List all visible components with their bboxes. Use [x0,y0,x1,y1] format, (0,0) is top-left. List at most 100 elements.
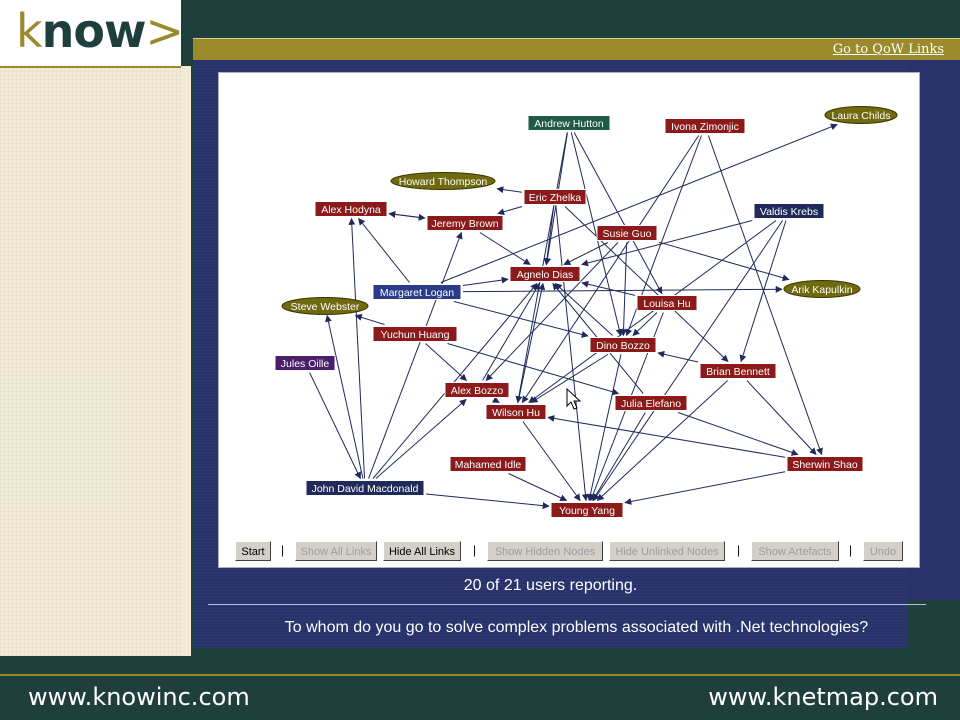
node-label: Young Yang [559,505,615,517]
node-label: John David Macdonald [312,483,419,495]
node-shape [314,201,388,217]
node-label: Agnelo Dias [517,269,574,281]
node-label: Yuchun Huang [381,329,450,341]
toolbar-separator: | [737,543,741,557]
node-shape [372,326,458,342]
show-all-links-button[interactable]: Show All Links [295,541,377,561]
node-shape [783,280,861,298]
network-link [497,206,523,216]
network-node-agnelo[interactable]: Agnelo Dias [509,266,581,282]
network-link [592,412,646,502]
network-node-jules[interactable]: Jules Oille [274,355,336,371]
network-node-dino[interactable]: Dino Bozzo [589,337,657,353]
network-node-julia[interactable]: Julia Elefano [614,395,688,411]
node-shape [636,295,698,311]
network-node-alex-b[interactable]: Alex Bozzo [444,382,510,398]
network-link [521,135,700,404]
node-shape [589,337,657,353]
start-button[interactable]: Start [235,541,271,561]
main-panel-corner [908,600,960,656]
hide-all-links-button[interactable]: Hide All Links [383,541,461,561]
network-link [528,220,777,403]
show-hidden-nodes-button[interactable]: Show Hidden Nodes [487,541,603,561]
network-node-andrew[interactable]: Andrew Hutton [527,115,611,131]
network-link [462,276,509,287]
network-link [657,350,699,363]
network-node-mahamed[interactable]: Mahamed Idle [449,456,527,472]
undo-button[interactable]: Undo [863,541,903,561]
network-node-brian[interactable]: Brian Bennett [699,363,777,379]
network-node-wilson[interactable]: Wilson Hu [485,404,547,420]
node-label: Julia Elefano [621,398,681,410]
node-shape [699,363,777,379]
node-label: Jules Oille [281,358,330,370]
network-link [739,220,787,363]
network-link [309,372,361,480]
network-link [375,399,467,479]
network-link [554,283,613,336]
toolbar: Start | Show All Links Hide All Links | … [219,541,919,565]
footer-url-left: www.knowinc.com [28,683,250,711]
link-bar: Go to QoW Links [193,38,960,61]
node-label: Brian Bennett [706,366,770,378]
network-link [658,241,790,282]
node-label: Dino Bozzo [596,340,650,352]
network-link [563,242,609,265]
network-node-yuchun[interactable]: Yuchun Huang [372,326,458,342]
network-node-arik[interactable]: Arik Kapulkin [783,280,861,298]
node-label: Mahamed Idle [455,459,522,471]
network-link [368,231,463,479]
network-node-jeremy[interactable]: Jeremy Brown [426,215,504,231]
network-node-alex-h[interactable]: Alex Hodyna [314,201,388,217]
network-node-laura[interactable]: Laura Childs [824,106,898,124]
network-node-sherwin[interactable]: Sherwin Shao [786,456,864,472]
network-link [496,186,523,194]
network-link [479,232,531,265]
node-shape [485,404,547,420]
network-link [624,471,786,505]
network-link [620,242,628,337]
node-label: Ivona Zimonjic [671,121,739,133]
node-label: Laura Childs [832,110,891,122]
node-label: Louisa Hu [643,298,690,310]
network-link [508,473,568,502]
network-link [593,220,783,502]
left-column [0,68,181,656]
node-shape [444,382,510,398]
network-graph[interactable]: Andrew Hutton Ivona Zimonjic Laura ChildsH… [219,73,919,539]
hide-unlinked-nodes-button[interactable]: Hide Unlinked Nodes [609,541,725,561]
network-link [581,280,636,296]
node-label: Alex Bozzo [451,385,504,397]
show-artefacts-button[interactable]: Show Artefacts [751,541,839,561]
node-label: Valdis Krebs [760,206,818,218]
node-shape [753,203,825,219]
qow-links-link[interactable]: Go to QoW Links [832,42,944,57]
know-logo: know> [16,4,184,58]
node-shape [786,456,864,472]
node-label: Andrew Hutton [534,118,604,130]
node-label: Howard Thompson [399,176,488,188]
network-node-young[interactable]: Young Yang [550,502,624,518]
network-node-ivona[interactable]: Ivona Zimonjic [664,118,746,134]
node-label: Wilson Hu [492,407,540,419]
network-node-margaret[interactable]: Margaret Logan [372,284,462,300]
node-label: Susie Guo [602,228,651,240]
network-link [677,412,799,456]
node-shape [614,395,688,411]
network-node-valdis[interactable]: Valdis Krebs [753,203,825,219]
network-link [581,220,753,267]
network-node-howard[interactable]: Howard Thompson [390,172,496,190]
network-link [388,210,426,219]
node-label: Margaret Logan [380,287,454,299]
network-node-john[interactable]: John David Macdonald [305,480,425,496]
network-link [485,242,619,382]
network-node-susie[interactable]: Susie Guo [596,225,658,241]
node-shape [305,480,425,496]
network-node-steve[interactable]: Steve Webster [281,297,369,315]
network-node-eric[interactable]: Eric Zhelka [523,189,587,205]
network-node-louisa[interactable]: Louisa Hu [636,295,698,311]
left-strip [181,66,191,656]
node-label: Alex Hodyna [321,204,381,216]
toolbar-separator: | [473,543,477,557]
